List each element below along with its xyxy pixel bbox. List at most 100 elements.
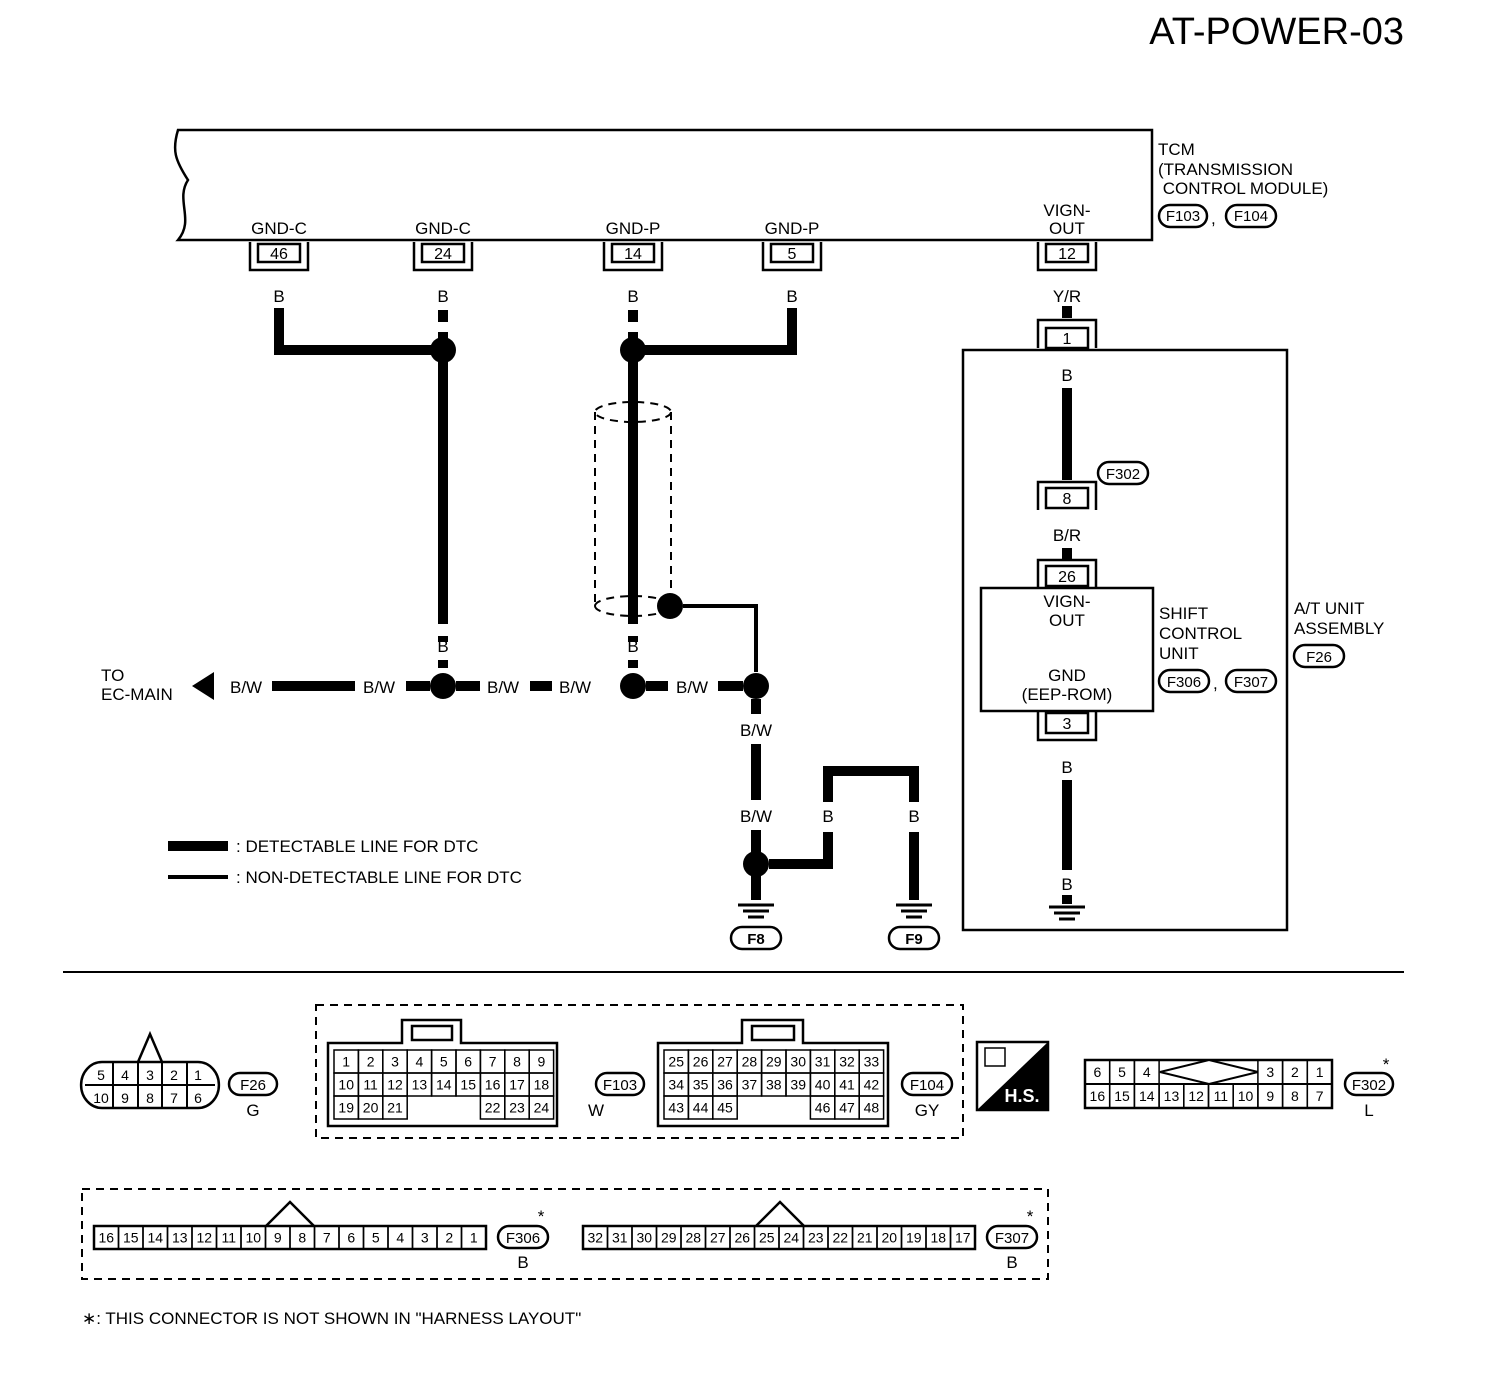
scu-connector-f307-label: F307 [1234, 674, 1268, 691]
f306-pin-10: 6 [347, 1230, 355, 1246]
f103-pin-row3-4: 23 [509, 1100, 525, 1116]
junction-connector-f302-label: F302 [1106, 466, 1140, 483]
f104-pin-row3-0: 43 [668, 1100, 684, 1116]
scu-gnd-2: (EEP-ROM) [1022, 685, 1113, 704]
f103-pin-row3-0: 19 [338, 1100, 354, 1116]
f307-pin-4: 28 [685, 1230, 701, 1246]
f306-pin-1: 15 [123, 1230, 139, 1246]
wire-46-color: B [273, 287, 284, 306]
f307-pin-2: 30 [636, 1230, 652, 1246]
splice-bus-3 [743, 673, 769, 699]
f302-pin-row1-1: 5 [1118, 1064, 1126, 1080]
f302-pin-row1-3: 3 [1266, 1064, 1274, 1080]
f103-color: W [588, 1101, 604, 1120]
at-unit-title-2: ASSEMBLY [1294, 619, 1384, 638]
terminal-name-46: GND-C [251, 219, 307, 238]
f103-pin-row2-4: 14 [436, 1077, 452, 1093]
scu-connector-sep: , [1213, 674, 1218, 693]
at-unit-connector-f26: F26 [1292, 643, 1346, 669]
ground-connector-f8: F8 [729, 925, 783, 951]
harness-side-badge: H.S. [975, 1040, 1050, 1112]
ground-wire-5 [823, 766, 919, 802]
f104-pin-row1-1: 26 [693, 1054, 709, 1070]
f103-pin-row1-6: 7 [489, 1054, 497, 1070]
f306-pin-15-cell [460, 1225, 487, 1250]
f104-pin-row2-3: 37 [742, 1077, 758, 1093]
f302-pin-row2-1: 15 [1114, 1088, 1130, 1104]
bus-vertical-label-1: B [437, 637, 448, 656]
f307-pin-0: 32 [587, 1230, 603, 1246]
f103-pin-row1-0: 1 [342, 1054, 350, 1070]
ground-symbol-f8 [738, 903, 774, 919]
f103-pin-row3-5: 24 [534, 1100, 550, 1116]
splice-ground [743, 851, 769, 877]
junction-connector-f302: F302 [1096, 460, 1150, 486]
ground-symbol-f9 [896, 903, 932, 919]
f302-pin-row2-7: 9 [1266, 1088, 1274, 1104]
f306-pin-11: 5 [372, 1230, 380, 1246]
f26-pin-r1-3: 3 [146, 1067, 154, 1083]
terminal-12-pin: 12 [1058, 246, 1076, 263]
f103-pin-row1-4: 5 [440, 1054, 448, 1070]
f306-pin-5: 11 [221, 1230, 236, 1246]
f306-pin-14: 2 [445, 1230, 453, 1246]
ground-wire-label-2: B/W [740, 807, 772, 826]
f104-pin-row3-5: 48 [864, 1100, 880, 1116]
f104-pin-row2-4: 38 [766, 1077, 782, 1093]
splice-bus-1 [430, 673, 456, 699]
f103-pin-row2-0: 10 [338, 1077, 354, 1093]
f104-color: GY [915, 1101, 940, 1120]
f302-id: F302 [1352, 1077, 1386, 1094]
f103-pin-row2-3: 13 [412, 1077, 428, 1093]
f26-pin-r2-2: 9 [121, 1090, 129, 1106]
f104-pin-row1-2: 27 [717, 1054, 733, 1070]
f307-pin-7: 25 [759, 1230, 775, 1246]
f104-pin-row2-2: 36 [717, 1077, 733, 1093]
f104-pin-row2-5: 39 [790, 1077, 806, 1093]
f26-pin-r2-1: 10 [93, 1090, 109, 1106]
f302-pin-row1-4: 2 [1291, 1064, 1299, 1080]
terminal-46: 46 [248, 242, 310, 272]
f103-pin-row1-2: 3 [391, 1054, 399, 1070]
legend-non-detectable: : NON-DETECTABLE LINE FOR DTC [236, 868, 522, 887]
f307-star: * [1027, 1207, 1034, 1226]
tcm-label-2: (TRANSMISSION [1158, 160, 1293, 179]
f302-pin-row1-0: 6 [1093, 1064, 1101, 1080]
scu-gnd-1: GND [1048, 666, 1086, 685]
f302-pin-row2-0: 16 [1090, 1088, 1106, 1104]
f103-pin-row3-1: 20 [363, 1100, 379, 1116]
ground-connector-f8-label: F8 [747, 931, 765, 948]
terminal-14: 14 [602, 242, 664, 272]
junction-pin-8: 8 [1036, 480, 1098, 510]
f307-pin-10: 22 [832, 1230, 848, 1246]
f307-pin-5: 27 [710, 1230, 726, 1246]
f26-pin-r1-1: 5 [97, 1067, 105, 1083]
f302-pin-row1-2: 4 [1143, 1064, 1151, 1080]
f104-id: F104 [910, 1077, 944, 1094]
f103-pin-row2-8: 18 [534, 1077, 550, 1093]
f302-pin-row2-6: 10 [1238, 1088, 1254, 1104]
scu-vign-out-2: OUT [1049, 611, 1085, 630]
f307-pin-12: 20 [881, 1230, 897, 1246]
f104-pin-row1-6: 31 [815, 1054, 831, 1070]
f302-pin-row2-8: 8 [1291, 1088, 1299, 1104]
f302-pin-row2-9: 7 [1316, 1088, 1324, 1104]
f307-pin-13: 19 [906, 1230, 922, 1246]
splice-gnd-p [620, 337, 646, 363]
junction-pin-8-label: 8 [1063, 491, 1072, 508]
f26-pin-r1-5: 1 [194, 1067, 202, 1083]
f302-pin-row2-9-cell [1306, 1083, 1333, 1109]
at-unit-title-1: A/T UNIT [1294, 599, 1365, 618]
bus-label-1: B/W [230, 678, 262, 697]
f306-pin-6: 10 [245, 1230, 261, 1246]
f306-pin-0: 16 [98, 1230, 114, 1246]
ground-wire-label-1: B/W [740, 721, 772, 740]
page-title: AT-POWER-03 [1149, 11, 1404, 53]
f306-pin-7: 9 [274, 1230, 282, 1246]
terminal-24: 24 [412, 242, 474, 272]
scu-title-1: SHIFT [1159, 604, 1208, 623]
f306-color: B [517, 1253, 528, 1272]
splice-gnd-c [430, 337, 456, 363]
